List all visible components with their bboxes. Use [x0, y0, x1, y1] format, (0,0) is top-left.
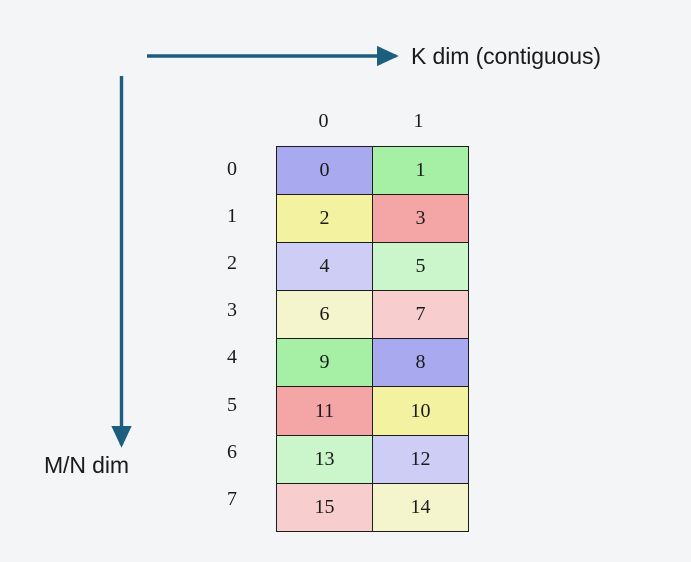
grid-cell: 6 — [276, 290, 373, 340]
grid-cell: 11 — [276, 386, 373, 436]
grid-cell: 14 — [372, 482, 469, 532]
grid-cell: 15 — [276, 482, 373, 532]
k-dim-label: K dim (contiguous) — [411, 43, 601, 69]
row-header-2: 2 — [227, 252, 237, 275]
grid-cell: 4 — [276, 242, 373, 292]
row-header-6: 6 — [227, 440, 237, 463]
column-header-0: 0 — [318, 110, 329, 132]
grid-cell: 7 — [372, 290, 469, 340]
grid-cell: 13 — [276, 434, 373, 484]
grid-cell: 5 — [372, 242, 469, 292]
grid-cell: 3 — [372, 194, 469, 244]
row-header-0: 0 — [227, 158, 237, 180]
row-header-5: 5 — [227, 393, 237, 416]
grid-cell: 1 — [372, 145, 469, 196]
grid-cell: 12 — [372, 434, 469, 484]
grid-cell: 0 — [276, 145, 373, 196]
row-header-1: 1 — [227, 205, 237, 228]
row-header-3: 3 — [227, 299, 237, 322]
grid-cell: 9 — [276, 338, 373, 388]
grid-cell: 8 — [372, 338, 469, 388]
row-header-7: 7 — [227, 487, 237, 510]
mn-dim-label: M/N dim — [44, 452, 129, 478]
column-header-1: 1 — [413, 110, 424, 132]
grid-cell: 10 — [372, 386, 469, 436]
grid-cell: 2 — [276, 194, 373, 244]
row-header-4: 4 — [227, 346, 237, 369]
